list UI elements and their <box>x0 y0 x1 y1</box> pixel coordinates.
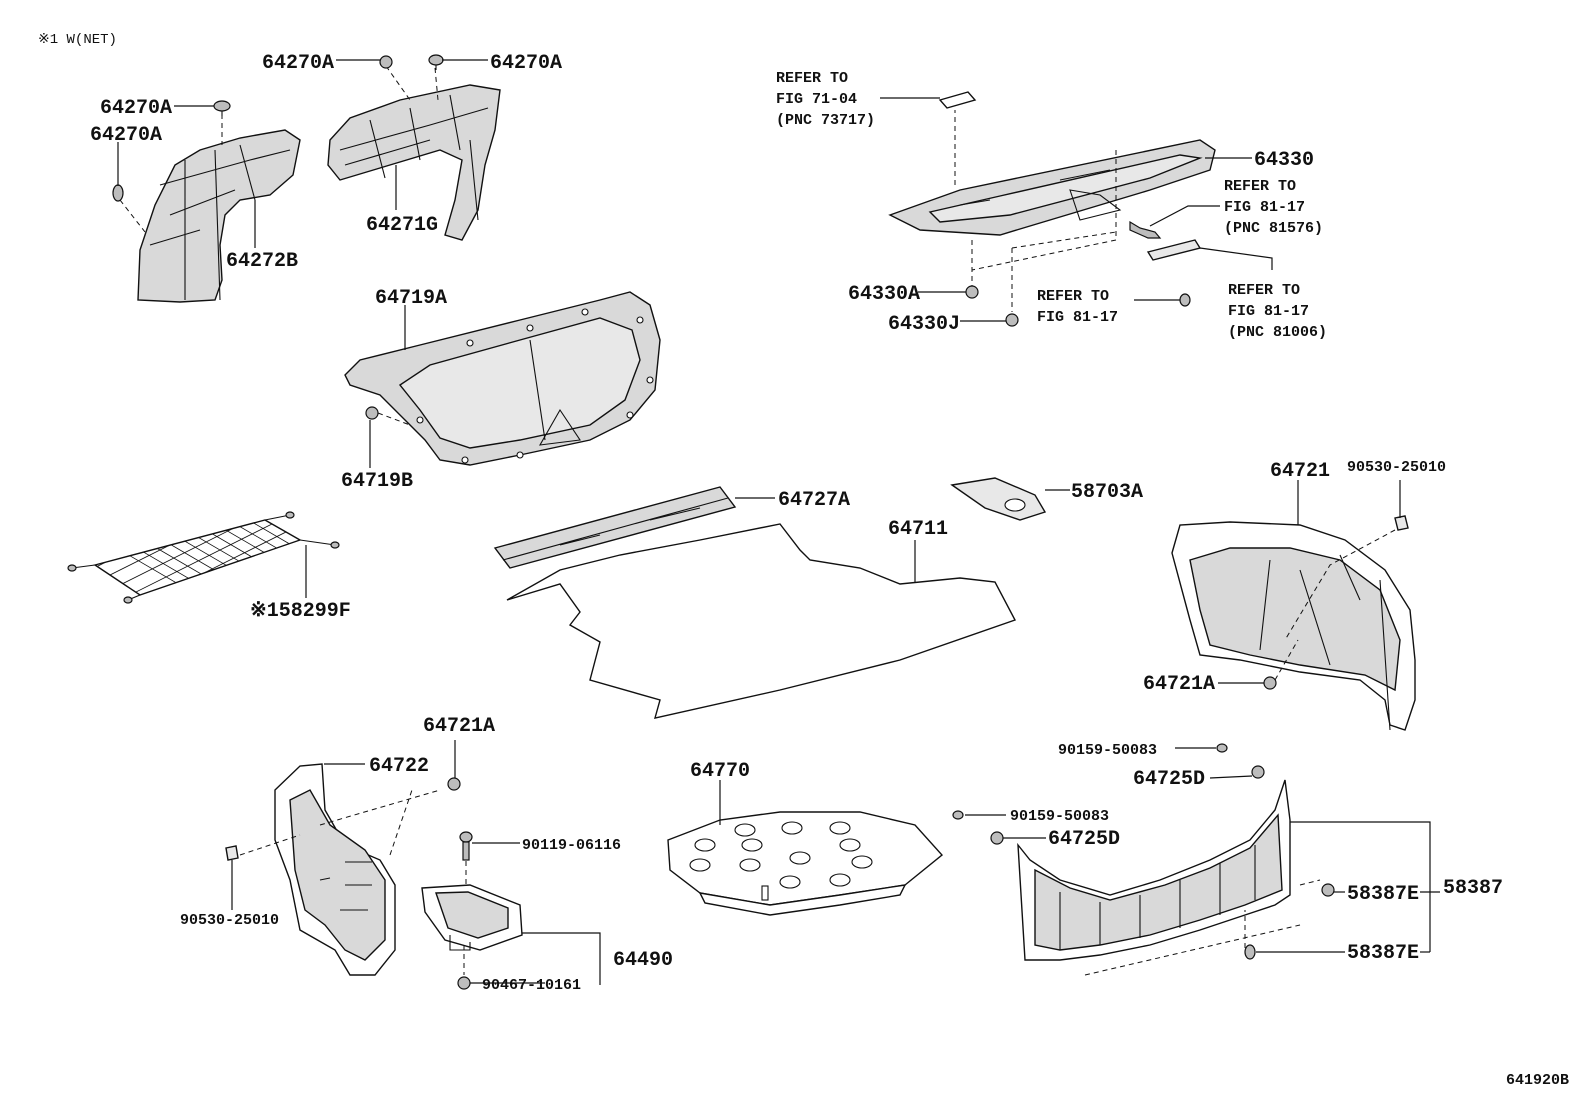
label-64725d-1: 64725D <box>1133 768 1205 791</box>
label-64719b: 64719B <box>341 470 413 493</box>
screw-fig8117 <box>1179 293 1191 307</box>
label-90119: 90119-06116 <box>522 837 621 854</box>
label-90159-1: 90159-50083 <box>1058 742 1157 759</box>
label-64270a-3: 64270A <box>100 97 172 120</box>
label-64725d-2: 64725D <box>1048 828 1120 851</box>
label-64270a-1: 64270A <box>262 52 334 75</box>
label-64272b: 64272B <box>226 250 298 273</box>
label-64490: 64490 <box>613 949 673 972</box>
label-64727a: 64727A <box>778 489 850 512</box>
ref-note-1: REFER TO FIG 71-04 (PNC 73717) <box>776 70 875 129</box>
part-64490-box <box>421 852 523 975</box>
clip-58387e-1 <box>1321 883 1335 897</box>
ref-note-3: REFER TO FIG 81-17 <box>1037 288 1118 326</box>
label-64711: 64711 <box>888 518 948 541</box>
ref-note-2-line-2: FIG 81-17 <box>1224 199 1305 216</box>
label-64330j: 64330J <box>888 313 960 336</box>
part-64719a-shape <box>344 291 661 466</box>
label-90530-left: 90530-25010 <box>180 912 279 929</box>
screw-90467 <box>457 976 471 990</box>
header-note: ※1 W(NET) <box>38 32 117 48</box>
clip-64330j <box>1005 313 1019 327</box>
ref-note-3-line-2: FIG 81-17 <box>1037 309 1118 326</box>
label-58299f: ※158299F <box>250 600 351 623</box>
figure-id: 641920B <box>1506 1072 1569 1089</box>
label-64270a-2: 64270A <box>490 52 562 75</box>
label-90530-top: 90530-25010 <box>1347 459 1446 476</box>
ref-note-1-line-1: REFER TO <box>776 70 848 87</box>
clip-64721a-left <box>447 777 461 791</box>
clip-64330a <box>965 285 979 299</box>
part-58387-rear-panel <box>1017 779 1321 976</box>
ref-note-2: REFER TO FIG 81-17 (PNC 81576) <box>1224 178 1323 237</box>
label-64271g: 64271G <box>366 214 438 237</box>
ref-note-4-line-1: REFER TO <box>1228 282 1300 299</box>
leader-lines <box>117 59 1440 985</box>
screw-90119 <box>459 831 473 861</box>
ref-note-1-line-2: FIG 71-04 <box>776 91 857 108</box>
part-64330-package-tray <box>888 91 1216 312</box>
ref-note-4-line-2: FIG 81-17 <box>1228 303 1309 320</box>
part-64271g-shape <box>327 65 501 241</box>
part-64727a-shape <box>493 486 737 569</box>
clip-64725d-1 <box>1251 765 1265 779</box>
part-58703a-shape <box>950 477 1047 521</box>
clip-64719b <box>365 406 379 420</box>
part-64722-shape <box>225 763 441 976</box>
clip-64725d-2 <box>990 831 1004 845</box>
clip-64721a-right <box>1263 676 1277 690</box>
screw-90159-2 <box>952 810 964 820</box>
label-64330a: 64330A <box>848 283 920 306</box>
part-64711-trunk-mat <box>506 523 1016 719</box>
part-64770-spare-cover <box>667 811 944 916</box>
label-64721a-left: 64721A <box>423 715 495 738</box>
label-64721: 64721 <box>1270 460 1330 483</box>
clip-64270a-2 <box>428 54 444 70</box>
clip-64270a-1 <box>379 55 393 69</box>
label-58387: 58387 <box>1443 877 1503 900</box>
label-64721a-right: 64721A <box>1143 673 1215 696</box>
label-90159-2: 90159-50083 <box>1010 808 1109 825</box>
ref-note-4: REFER TO FIG 81-17 (PNC 81006) <box>1228 282 1327 341</box>
ref-note-1-line-3: (PNC 73717) <box>776 112 875 129</box>
part-64721-shape <box>1171 515 1416 731</box>
label-90467: 90467-10161 <box>482 977 581 994</box>
label-64722: 64722 <box>369 755 429 778</box>
part-64272b-shape <box>119 114 301 303</box>
screw-90159-1 <box>1216 743 1228 753</box>
ref-note-4-line-3: (PNC 81006) <box>1228 324 1327 341</box>
ref-note-2-line-3: (PNC 81576) <box>1224 220 1323 237</box>
label-64719a: 64719A <box>375 287 447 310</box>
ref-note-2-line-1: REFER TO <box>1224 178 1296 195</box>
ref-note-3-line-1: REFER TO <box>1037 288 1109 305</box>
clip-58387e-2 <box>1244 944 1256 960</box>
label-58387e-1: 58387E <box>1347 883 1419 906</box>
clip-64270a-3 <box>213 100 231 116</box>
label-58387e-2: 58387E <box>1347 942 1419 965</box>
label-64770: 64770 <box>690 760 750 783</box>
label-58703a: 58703A <box>1071 481 1143 504</box>
clip-64270a-4 <box>112 184 124 202</box>
label-64270a-4: 64270A <box>90 124 162 147</box>
label-64330: 64330 <box>1254 149 1314 172</box>
